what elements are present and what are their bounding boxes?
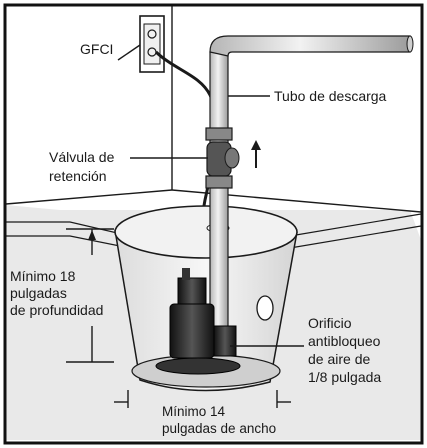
gfci-label: GFCI xyxy=(80,41,113,57)
check-valve xyxy=(205,127,240,189)
leader-lines xyxy=(117,44,304,347)
depth-label-line2: pulgadas xyxy=(10,285,67,301)
width-label-line1: Mínimo 14 xyxy=(162,404,226,419)
gfci-leader xyxy=(117,44,141,61)
flow-arrow xyxy=(251,140,261,168)
gfci-outlet xyxy=(139,15,165,73)
airlock-label-line1: Orificio xyxy=(308,315,352,331)
discharge-pipe-label: Tubo de descarga xyxy=(274,88,387,104)
check-valve-label-line1: Válvula de xyxy=(49,149,115,165)
check-valve-label-line2: retención xyxy=(49,168,107,184)
airlock-label-line2: antibloqueo xyxy=(308,333,381,349)
depth-label-line3: de profundidad xyxy=(10,302,103,318)
frame-border xyxy=(3,3,424,445)
depth-label-line1: Mínimo 18 xyxy=(10,268,76,284)
sump-pump xyxy=(155,268,241,375)
airlock-label-line4: 1/8 pulgada xyxy=(308,369,381,385)
discharge-pipe xyxy=(209,35,414,353)
dimension-markers xyxy=(66,228,291,408)
width-label-line2: pulgadas de ancho xyxy=(162,421,276,436)
airlock-label-line3: de aire de xyxy=(308,351,370,367)
